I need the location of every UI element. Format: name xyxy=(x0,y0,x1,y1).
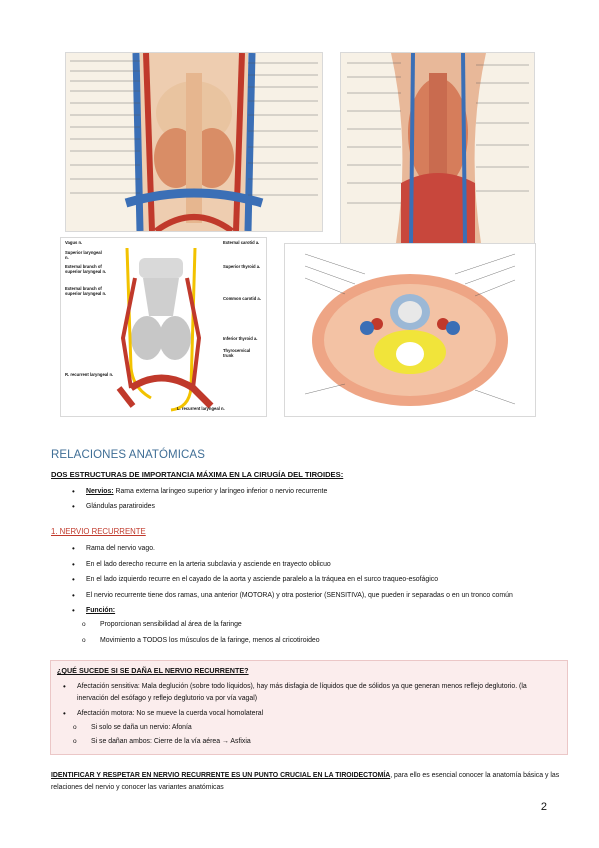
label-thyrocervical: Thyrocervical trunk xyxy=(223,348,251,358)
label-l-recurrent: L. recurrent laryngeal n. xyxy=(177,406,225,411)
box-list: Afectación sensitiva: Mala deglución (so… xyxy=(53,681,559,748)
cross-section-illustration xyxy=(285,244,535,416)
closing-paragraph: IDENTIFICAR Y RESPETAR EN NERVIO RECURRE… xyxy=(51,770,561,794)
label-external-branch: External branch of superior laryngeal n. xyxy=(65,264,107,274)
closing-underlined: IDENTIFICAR Y RESPETAR EN NERVIO RECURRE… xyxy=(51,772,391,779)
label-inferior-thyroid: Inferior thyroid a. xyxy=(223,336,258,341)
list-item: Si se dañan ambos: Cierre de la vía aére… xyxy=(53,736,559,748)
label-external-carotid: External carotid a. xyxy=(223,240,260,245)
list-item: Glándulas paratiroides xyxy=(62,501,562,513)
list-item: Afectación motora: No se mueve la cuerda… xyxy=(53,708,559,748)
label-common-carotid: Common carotid a. xyxy=(223,296,261,301)
figure-cross-section xyxy=(284,243,536,417)
funcion-list: Proporcionan sensibilidad al área de la … xyxy=(62,619,562,646)
label-external-branch-2: External branch of superior laryngeal n. xyxy=(65,286,107,296)
figure-lateral-neck xyxy=(340,52,535,244)
recurrent-nerve-illustration xyxy=(61,238,266,416)
list-item: Movimiento a TODOS los músculos de la fa… xyxy=(62,635,562,647)
label-superior-thyroid: Superior thyroid a. xyxy=(223,264,261,269)
list-item: En el lado derecho recurre en la arteria… xyxy=(62,559,562,571)
list-item: En el lado izquierdo recurre en el cayad… xyxy=(62,574,562,586)
label-superior-laryngeal: Superior laryngeal n. xyxy=(65,250,102,260)
lateral-neck-illustration xyxy=(341,53,534,243)
page-number: 2 xyxy=(540,801,547,813)
nervio-heading: 1. NERVIO RECURRENTE xyxy=(51,527,146,536)
funcion-label: Función: xyxy=(86,607,116,615)
section-title: RELACIONES ANATÓMICAS xyxy=(51,449,205,461)
recurrent-damage-box: ¿QUÉ SUCEDE SI SE DAÑA EL NERVIO RECURRE… xyxy=(50,660,568,755)
structures-list: Nervios: Rama externa laríngeo superior … xyxy=(62,486,562,512)
list-item: Si solo se daña un nervio: Afonía xyxy=(53,722,559,734)
list-item-funcion: Función: Proporcionan sensibilidad al ár… xyxy=(62,605,562,646)
figure-recurrent-nerve: Vagus n. Superior laryngeal n. External … xyxy=(60,237,267,417)
anterior-neck-illustration xyxy=(66,53,322,231)
subheading: DOS ESTRUCTURAS DE IMPORTANCIA MÁXIMA EN… xyxy=(51,470,344,479)
list-item: Afectación sensitiva: Mala deglución (so… xyxy=(53,681,559,704)
list-item: Nervios: Rama externa laríngeo superior … xyxy=(62,486,562,498)
list-item: Rama del nervio vago. xyxy=(62,543,562,555)
figure-anterior-neck xyxy=(65,52,323,232)
label-vagus: Vagus n. xyxy=(65,240,83,245)
box-sublist: Si solo se daña un nervio: Afonía Si se … xyxy=(53,722,559,748)
label-r-recurrent: R. recurrent laryngeal n. xyxy=(65,372,114,377)
list-item: El nervio recurrente tiene dos ramas, un… xyxy=(62,590,562,602)
list-item: Proporcionan sensibilidad al área de la … xyxy=(62,619,562,631)
closing-rest: , para ello es esencial conocer la anato… xyxy=(51,772,560,791)
box-heading: ¿QUÉ SUCEDE SI SE DAÑA EL NERVIO RECURRE… xyxy=(57,666,249,675)
nervio-list: Rama del nervio vago. En el lado derecho… xyxy=(62,543,562,646)
